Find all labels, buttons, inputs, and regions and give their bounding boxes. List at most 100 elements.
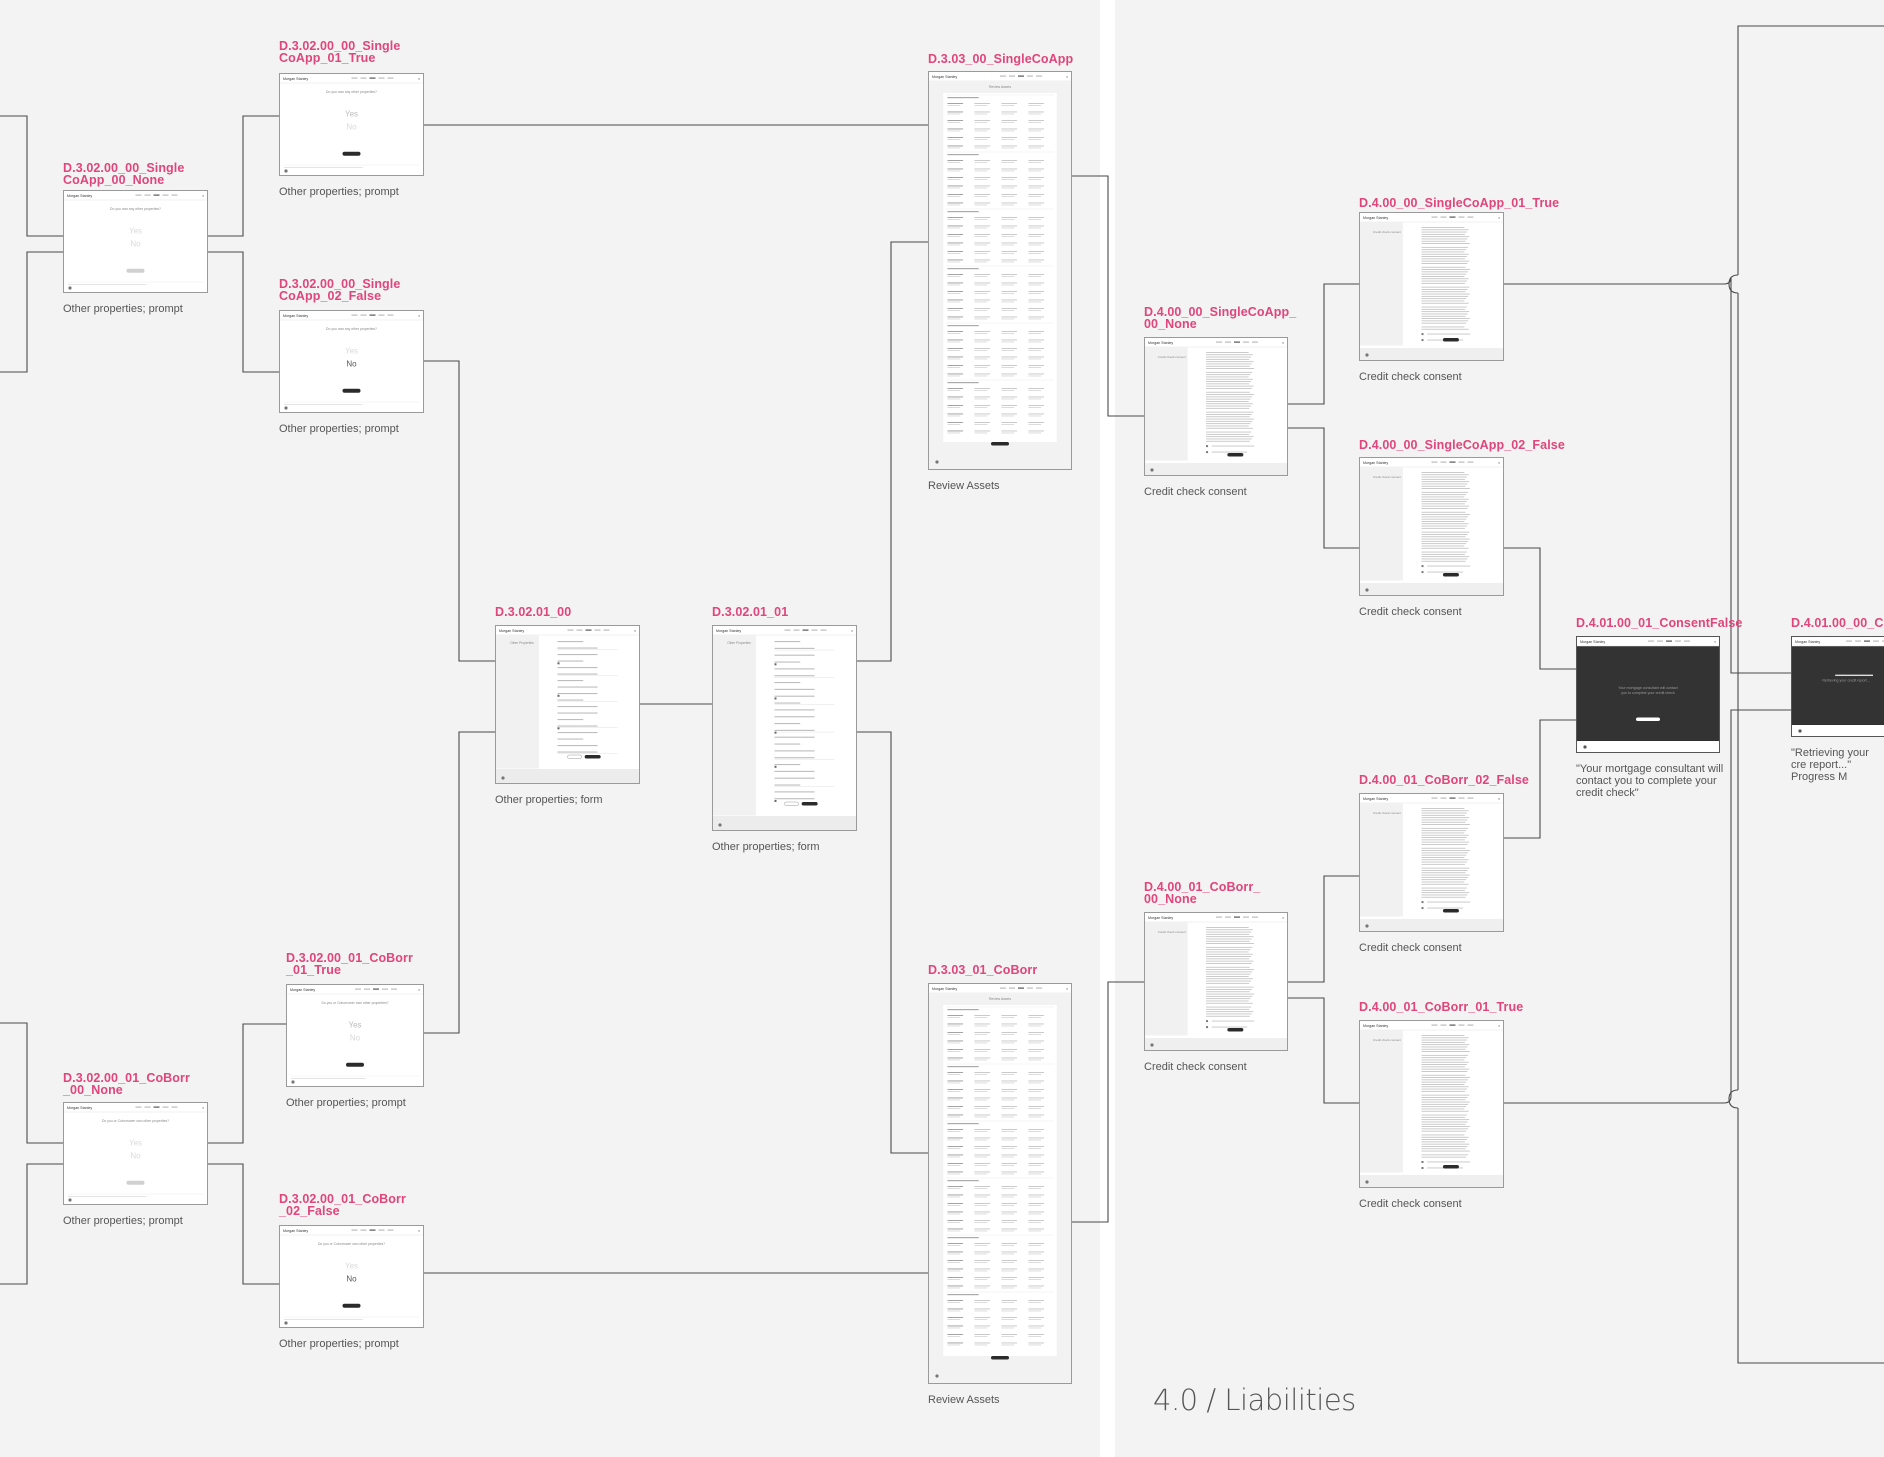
connector-line <box>1288 283 1359 405</box>
node-title: D.3.03_01_CoBorr <box>928 963 1038 977</box>
screen-frame[interactable]: Morgan Stanley×Do you own any other prop… <box>279 310 424 413</box>
screen-frame[interactable]: Morgan Stanley×Your mortgage consultant … <box>1576 636 1720 753</box>
node-title: D.3.02.00_01_CoBorr_01_True <box>286 952 413 977</box>
section-title: 4.0 / Liabilities <box>1153 1383 1356 1417</box>
svg-text:Morgan Stanley: Morgan Stanley <box>1363 216 1388 220</box>
screen-frame[interactable]: Morgan Stanley×Other Properties <box>712 625 857 831</box>
screen-frame[interactable]: Morgan Stanley×Do you or Coborrower own … <box>63 1102 208 1205</box>
node-title: D.3.02.01_00 <box>495 606 571 619</box>
node-title: D.3.02.00_01_CoBorr_02_False <box>279 1192 406 1218</box>
svg-text:Other Properties: Other Properties <box>510 641 534 645</box>
node-title: D.3.02.01_01 <box>712 605 789 619</box>
svg-text:Do you or Coborrower own other: Do you or Coborrower own other propertie… <box>318 1242 385 1246</box>
node-title-line: D.4.00_00_SingleCoApp_02_False <box>1359 438 1565 452</box>
screen-frame[interactable]: Morgan Stanley×Credit check consent <box>1359 1020 1504 1188</box>
svg-text:Credit check consent: Credit check consent <box>1158 930 1186 934</box>
connector-line <box>1504 276 1791 674</box>
screen-frame[interactable]: Morgan Stanley×Credit check consent <box>1359 212 1504 361</box>
svg-text:No: No <box>350 1034 361 1043</box>
node-title-line: D.3.03_01_CoBorr <box>928 963 1038 977</box>
svg-text:×: × <box>1282 915 1285 920</box>
svg-text:Yes: Yes <box>345 109 358 118</box>
node-title-line: _01_True <box>286 963 342 977</box>
svg-text:Morgan Stanley: Morgan Stanley <box>290 988 315 992</box>
screen-thumbnail: Morgan Stanley×Credit check consent <box>1360 215 1503 360</box>
connector-line <box>1288 427 1359 549</box>
svg-text:No: No <box>346 1275 357 1284</box>
screen-thumbnail: Morgan Stanley×Review Assets <box>929 986 1071 1383</box>
connector-line <box>208 251 279 373</box>
screen-thumbnail: Morgan Stanley×Your mortgage consultant … <box>1577 637 1719 752</box>
connector-line <box>857 241 928 662</box>
screen-frame[interactable]: Morgan Stanley × Credit check consent <box>1144 912 1288 1051</box>
node-title: D.4.00_01_CoBorr_02_False <box>1359 774 1529 787</box>
node-title: D.4.00_01_CoBorr_01_True <box>1359 1001 1523 1014</box>
node-title-line: D.3.02.01_01 <box>712 605 789 619</box>
node-title: D.4.00_01_CoBorr_00_None <box>1144 881 1260 906</box>
svg-text:Other Properties: Other Properties <box>727 641 751 645</box>
svg-text:Yes: Yes <box>129 226 142 235</box>
node-caption: Review Assets <box>928 1394 1000 1406</box>
screen-frame[interactable]: Morgan Stanley×Do you own any other prop… <box>279 73 424 176</box>
connector-line <box>1072 981 1144 1223</box>
screen-frame[interactable]: Morgan Stanley×Do you or Coborrower own … <box>286 984 424 1087</box>
node-caption: Other properties; prompt <box>63 303 183 315</box>
svg-text:Morgan Stanley: Morgan Stanley <box>67 194 92 198</box>
screen-frame[interactable]: Morgan Stanley×Credit check consent <box>1359 793 1504 932</box>
svg-text:Morgan Stanley: Morgan Stanley <box>932 987 957 991</box>
connector-line <box>424 731 495 1034</box>
node-title-line: D.4.01.00_01_ConsentFalse <box>1576 616 1743 630</box>
connector-line <box>1072 175 1144 417</box>
svg-text:Credit check consent: Credit check consent <box>1373 811 1401 815</box>
svg-text:×: × <box>202 193 205 198</box>
node-caption: Credit check consent <box>1144 1061 1247 1073</box>
node-title-line: CoApp_00_None <box>63 173 165 187</box>
node-title-line: D.3.02.00_00_Single <box>279 277 401 291</box>
svg-text:Morgan Stanley: Morgan Stanley <box>1795 640 1820 644</box>
svg-text:Yes: Yes <box>345 1261 358 1270</box>
node-caption: Other properties; prompt <box>63 1215 183 1227</box>
node-title-line: D.3.02.00_01_CoBorr <box>63 1071 190 1085</box>
svg-text:Credit check consent: Credit check consent <box>1373 230 1401 234</box>
svg-text:Credit check consent: Credit check consent <box>1158 355 1186 359</box>
node-title-line: CoApp_01_True <box>279 51 376 65</box>
node-caption: Review Assets <box>928 480 1000 492</box>
screen-thumbnail: Morgan Stanley×Other Properties <box>496 628 639 783</box>
svg-text:Morgan Stanley: Morgan Stanley <box>67 1106 92 1110</box>
screen-thumbnail: Morgan Stanley×Credit check consent <box>1145 340 1287 475</box>
screen-thumbnail: Morgan Stanley×Do you or Coborrower own … <box>64 1105 207 1202</box>
screen-frame[interactable]: Morgan Stanley×Review Assets <box>928 983 1072 1384</box>
node-title-line: 00_None <box>1144 892 1197 906</box>
svg-text:×: × <box>1498 1023 1501 1028</box>
svg-text:Morgan Stanley: Morgan Stanley <box>1148 916 1173 920</box>
screen-frame[interactable]: Morgan Stanley×Do you or Coborrower own … <box>279 1225 424 1328</box>
screen-frame[interactable]: Morgan Stanley×Do you own any other prop… <box>63 190 208 293</box>
connector-line <box>1504 719 1576 839</box>
connector-line <box>424 360 495 662</box>
svg-text:×: × <box>418 987 421 992</box>
screen-frame[interactable]: Morgan Stanley×Retrieving your credit re… <box>1791 636 1884 737</box>
svg-text:Morgan Stanley: Morgan Stanley <box>1580 640 1605 644</box>
screen-frame[interactable]: Morgan Stanley×Other Properties <box>495 625 640 784</box>
screen-frame[interactable]: Morgan Stanley×Credit check consent <box>1144 337 1288 476</box>
svg-text:×: × <box>202 1105 205 1110</box>
svg-text:×: × <box>1282 340 1285 345</box>
screen-frame[interactable]: Morgan Stanley×Credit check consent <box>1359 457 1504 596</box>
node-title: D.3.03_00_SingleCoApp <box>928 52 1074 66</box>
screen-thumbnail: Morgan Stanley×Do you own any other prop… <box>280 76 423 173</box>
node-title: D.3.02.00_01_CoBorr_00_None <box>63 1071 190 1097</box>
node-title-line: D.3.02.00_01_CoBorr <box>279 1192 406 1206</box>
node-caption: Other properties; form <box>712 841 820 853</box>
node-title-line: D.4.01.00_00_C <box>1791 616 1884 630</box>
node-title-line: CoApp_02_False <box>279 289 382 303</box>
screen-thumbnail: Morgan Stanley×Credit check consent <box>1360 460 1503 595</box>
svg-text:Retrieving your credit report.: Retrieving your credit report... <box>1822 679 1869 683</box>
svg-text:×: × <box>1498 460 1501 465</box>
screen-thumbnail: Morgan Stanley×Do you or Coborrower own … <box>280 1228 423 1325</box>
connector-line <box>1288 997 1359 1104</box>
connector-line <box>208 115 279 237</box>
screen-frame[interactable]: Morgan Stanley×Review Assets <box>928 71 1072 470</box>
node-title-line: D.3.03_00_SingleCoApp <box>928 52 1074 66</box>
